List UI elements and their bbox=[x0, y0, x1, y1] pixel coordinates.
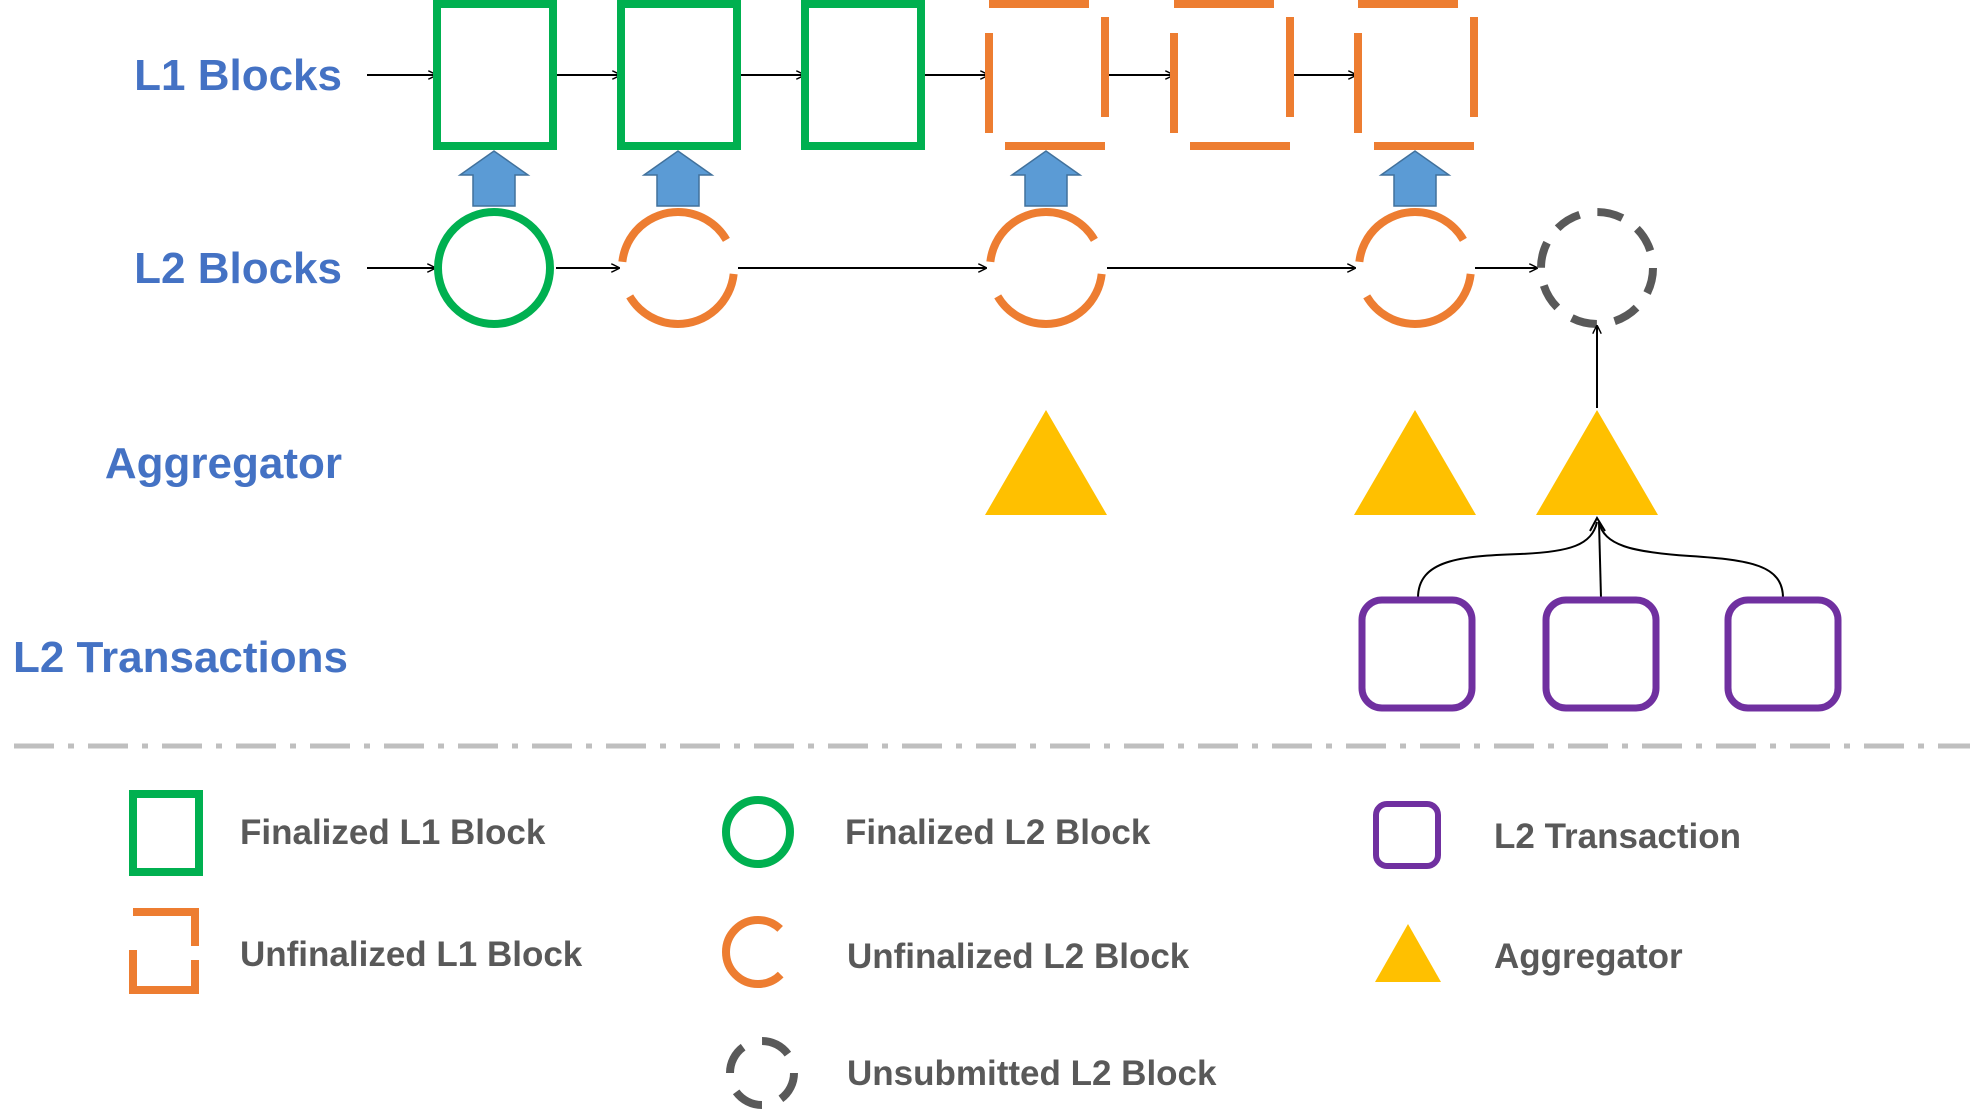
aggregator-input-arrowhead bbox=[1589, 515, 1606, 532]
transaction-link-curve bbox=[1417, 521, 1598, 599]
aggregator-triangle-icon bbox=[985, 410, 1107, 515]
legend-aggregator-label: Aggregator bbox=[1494, 937, 1683, 976]
submission-arrow-up-icon bbox=[641, 150, 715, 207]
legend-l2-transaction-label: L2 Transaction bbox=[1494, 817, 1741, 856]
submission-arrow-up-icon bbox=[1378, 150, 1452, 207]
row-label-l1-blocks: L1 Blocks bbox=[134, 51, 342, 100]
l2-transaction-box bbox=[1724, 596, 1842, 712]
l2-transaction-box bbox=[1358, 596, 1476, 712]
unfinalized-l1-block bbox=[1170, 0, 1294, 150]
row-label-l2-transactions: L2 Transactions bbox=[13, 633, 348, 682]
unfinalized-l2-block bbox=[1355, 208, 1475, 328]
legend-l2-transaction-icon bbox=[1373, 801, 1441, 869]
legend-unfinalized-l2-icon bbox=[722, 916, 794, 988]
submission-arrow-up-icon bbox=[457, 150, 531, 207]
legend-unfinalized-l2-label: Unfinalized L2 Block bbox=[847, 937, 1190, 976]
row-label-aggregator: Aggregator bbox=[105, 439, 342, 488]
finalized-l1-block bbox=[617, 0, 741, 150]
finalized-l2-block bbox=[434, 208, 554, 328]
l2-transactions bbox=[1358, 596, 1842, 712]
legend-unfinalized-l1-label: Unfinalized L1 Block bbox=[240, 935, 583, 974]
unfinalized-l2-block bbox=[618, 208, 738, 328]
transaction-links bbox=[1417, 515, 1784, 599]
transaction-link-curve bbox=[1598, 521, 1602, 599]
legend-unsubmitted-l2-icon bbox=[726, 1037, 798, 1109]
submission-arrows bbox=[457, 150, 1452, 207]
aggregators bbox=[985, 410, 1658, 515]
legend-finalized-l2-icon bbox=[722, 796, 794, 868]
l2-blocks bbox=[434, 208, 1657, 328]
submission-arrow-up-icon bbox=[1009, 150, 1083, 207]
legend-unfinalized-l1-icon bbox=[129, 908, 199, 994]
unfinalized-l2-block bbox=[986, 208, 1106, 328]
legend: Finalized L1 Block Unfinalized L1 Block … bbox=[129, 790, 1741, 1109]
legend-finalized-l2-label: Finalized L2 Block bbox=[845, 813, 1151, 852]
legend-finalized-l1-label: Finalized L1 Block bbox=[240, 813, 546, 852]
aggregator-triangle-icon bbox=[1536, 410, 1658, 515]
unfinalized-l1-block bbox=[985, 0, 1109, 150]
legend-unsubmitted-l2-label: Unsubmitted L2 Block bbox=[847, 1054, 1217, 1093]
l2-transaction-box bbox=[1542, 596, 1660, 712]
legend-aggregator-icon bbox=[1375, 924, 1441, 982]
unsubmitted-l2-block bbox=[1537, 208, 1657, 328]
finalized-l1-block bbox=[801, 0, 925, 150]
legend-finalized-l1-icon bbox=[129, 790, 203, 876]
unfinalized-l1-block bbox=[1354, 0, 1478, 150]
finalized-l1-block bbox=[433, 0, 557, 150]
l1-blocks bbox=[433, 0, 1478, 150]
transaction-link-curve bbox=[1598, 521, 1784, 599]
aggregator-triangle-icon bbox=[1354, 410, 1476, 515]
row-label-l2-blocks: L2 Blocks bbox=[134, 244, 342, 293]
